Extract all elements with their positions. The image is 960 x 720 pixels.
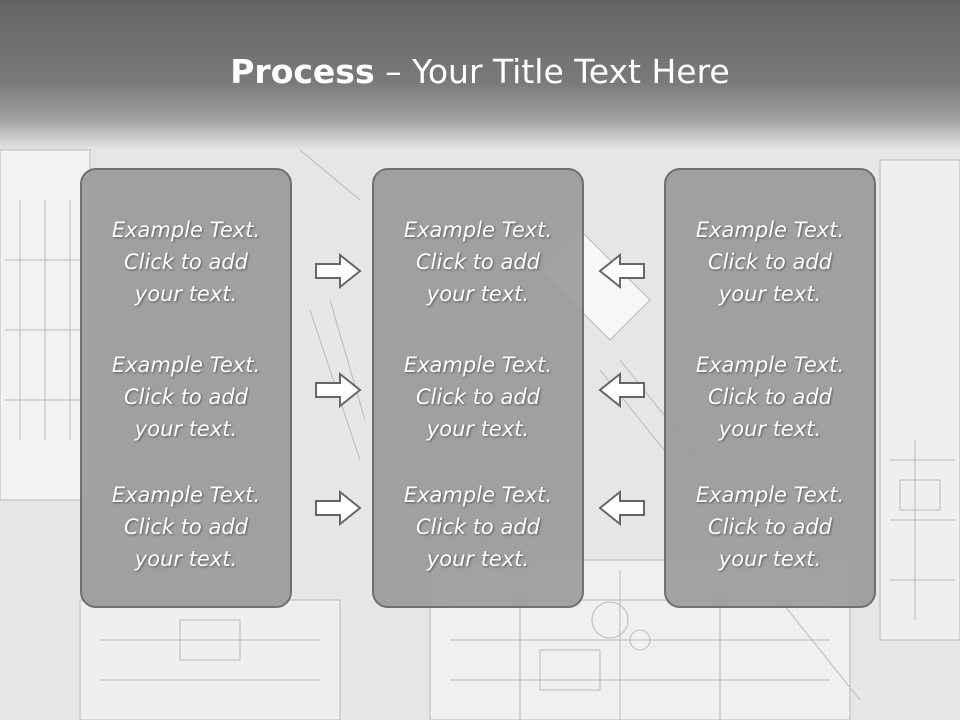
text-line: Example Text. — [111, 218, 261, 242]
text-line: your text. — [134, 417, 238, 441]
text-line: your text. — [426, 417, 530, 441]
text-line: Example Text. — [403, 483, 553, 507]
text-line: your text. — [426, 547, 530, 571]
text-line: your text. — [718, 417, 822, 441]
text-placeholder[interactable]: Example Text. Click to add your text. — [666, 349, 874, 445]
left-arrow-icon[interactable] — [598, 253, 646, 289]
right-arrow-icon[interactable] — [314, 372, 362, 408]
text-placeholder[interactable]: Example Text. Click to add your text. — [374, 214, 582, 310]
text-line: your text. — [426, 282, 530, 306]
text-line: Click to add — [707, 250, 832, 274]
text-line: Click to add — [415, 385, 540, 409]
middle-panel: Example Text. Click to add your text. Ex… — [372, 168, 584, 608]
left-arrow-icon[interactable] — [598, 490, 646, 526]
text-line: Example Text. — [403, 353, 553, 377]
text-line: Click to add — [123, 250, 248, 274]
text-line: Example Text. — [695, 353, 845, 377]
text-line: Example Text. — [111, 353, 261, 377]
text-placeholder[interactable]: Example Text. Click to add your text. — [666, 214, 874, 310]
text-line: Example Text. — [695, 218, 845, 242]
text-line: Click to add — [707, 385, 832, 409]
slide-title[interactable]: Process – Your Title Text Here — [0, 52, 960, 91]
text-placeholder[interactable]: Example Text. Click to add your text. — [374, 479, 582, 575]
text-line: Example Text. — [403, 218, 553, 242]
text-line: your text. — [718, 282, 822, 306]
text-placeholder[interactable]: Example Text. Click to add your text. — [374, 349, 582, 445]
text-line: your text. — [134, 547, 238, 571]
text-placeholder[interactable]: Example Text. Click to add your text. — [82, 479, 290, 575]
text-line: your text. — [718, 547, 822, 571]
left-arrow-icon[interactable] — [598, 372, 646, 408]
left-panel: Example Text. Click to add your text. Ex… — [80, 168, 292, 608]
title-separator: – — [385, 52, 402, 91]
text-line: Example Text. — [695, 483, 845, 507]
text-line: Click to add — [123, 515, 248, 539]
title-bold: Process — [230, 52, 375, 91]
title-bar — [0, 0, 960, 150]
text-line: Click to add — [415, 250, 540, 274]
right-arrow-icon[interactable] — [314, 253, 362, 289]
right-panel: Example Text. Click to add your text. Ex… — [664, 168, 876, 608]
text-line: Click to add — [707, 515, 832, 539]
text-line: Click to add — [415, 515, 540, 539]
text-line: Click to add — [123, 385, 248, 409]
text-placeholder[interactable]: Example Text. Click to add your text. — [82, 349, 290, 445]
right-arrow-icon[interactable] — [314, 490, 362, 526]
text-line: your text. — [134, 282, 238, 306]
text-placeholder[interactable]: Example Text. Click to add your text. — [666, 479, 874, 575]
title-text: Your Title Text Here — [412, 52, 730, 91]
text-placeholder[interactable]: Example Text. Click to add your text. — [82, 214, 290, 310]
text-line: Example Text. — [111, 483, 261, 507]
